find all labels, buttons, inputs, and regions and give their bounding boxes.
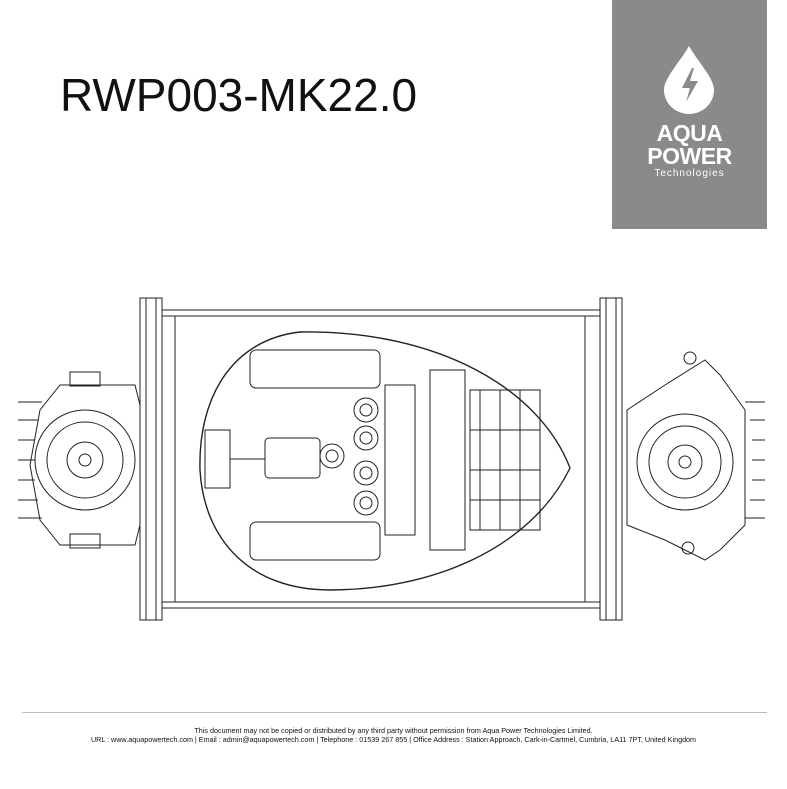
technical-drawing: [18, 297, 765, 621]
footer-contact-info: URL : www.aquapowertech.com | Email : ad…: [90, 735, 697, 744]
logo-text-power: POWER: [647, 143, 732, 169]
water-drop-lightning-icon: [664, 46, 714, 114]
company-logo: AQUA POWER Technologies: [612, 0, 767, 229]
document-title: RWP003-MK22.0: [60, 69, 418, 121]
logo-text-technologies: Technologies: [654, 168, 725, 179]
logo-text-aqua: AQUA: [656, 120, 723, 146]
footer-copyright-notice: This document may not be copied or distr…: [194, 726, 593, 735]
footer-divider: [22, 712, 767, 713]
